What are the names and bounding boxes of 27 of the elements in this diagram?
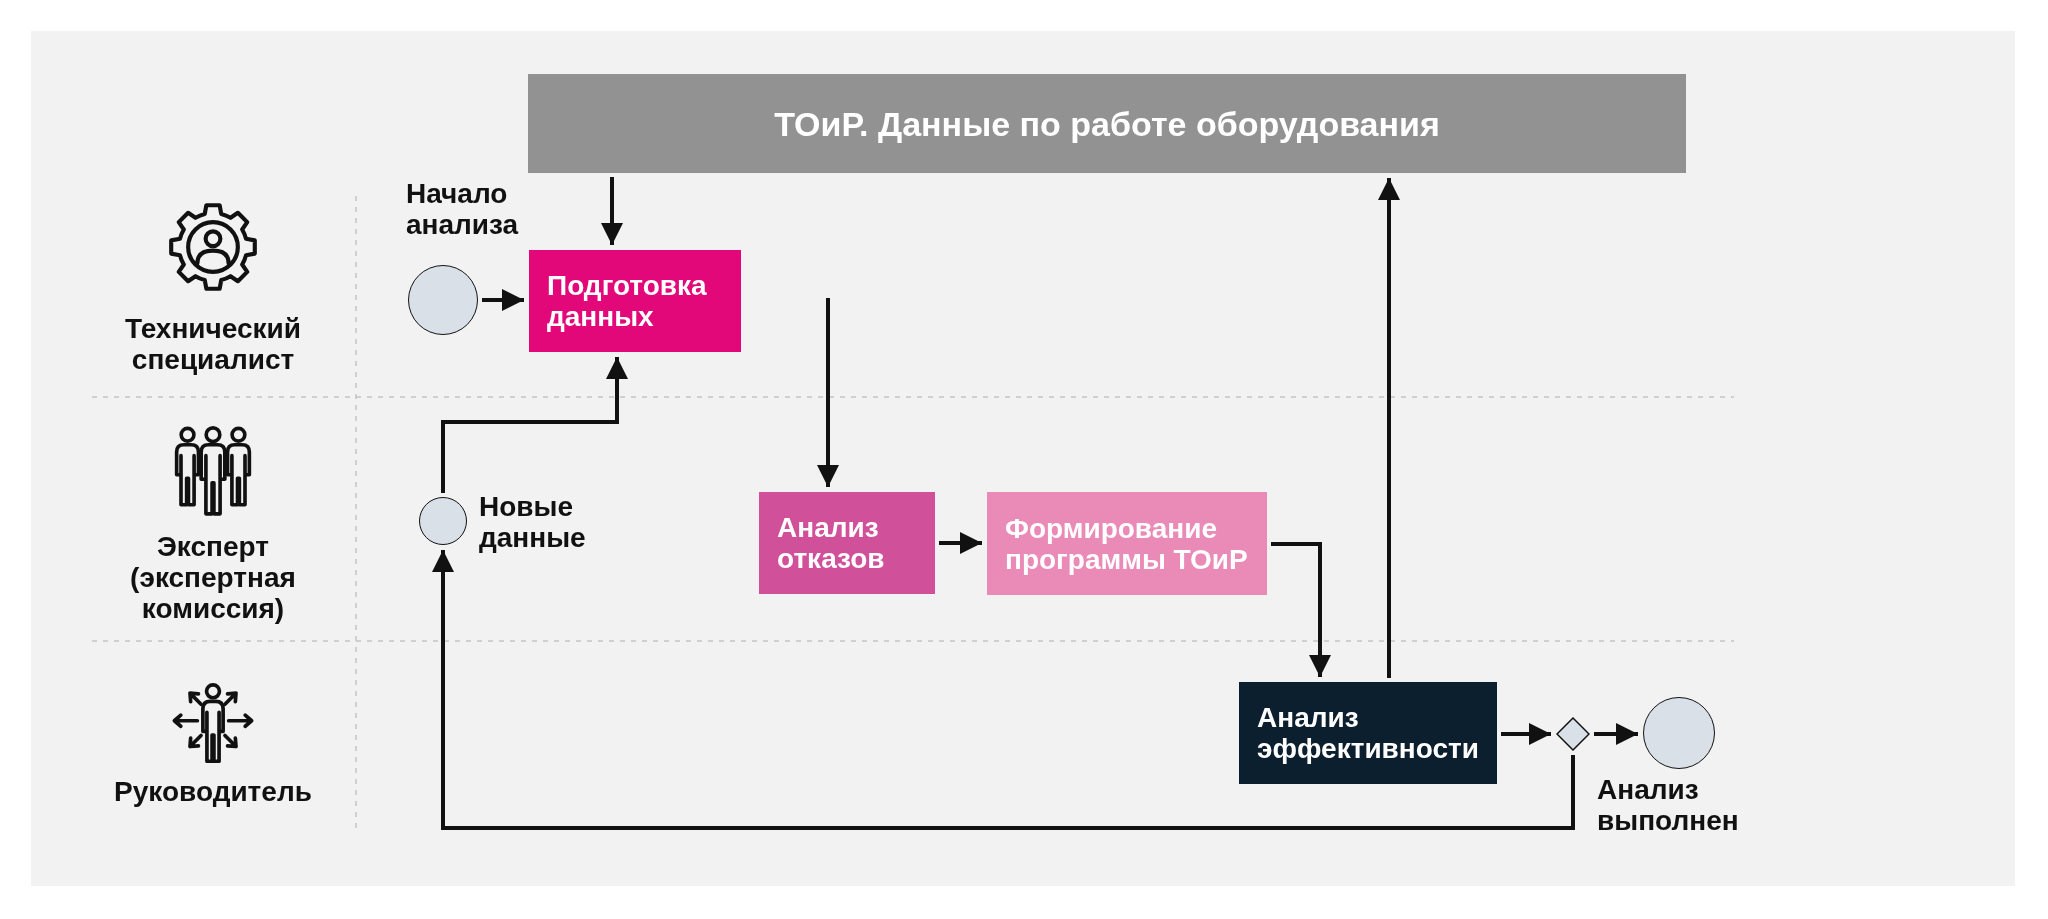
process-box — [529, 250, 741, 352]
process-box — [1239, 682, 1497, 784]
process-label: Анализ эффективности — [1257, 702, 1480, 764]
event-caption: Начало анализа — [406, 178, 520, 240]
flow-arrow — [1594, 723, 1638, 745]
lane-label: Технический специалист — [123, 313, 303, 375]
data-source-bar — [528, 74, 1686, 173]
event-caption: Анализ выполнен — [1597, 774, 1740, 836]
lane-label: Руководитель — [113, 776, 313, 807]
process-label: Формирование программы ТОиР — [1005, 512, 1249, 575]
flow-arrow — [441, 357, 628, 493]
flow-arrow — [1378, 178, 1400, 678]
lane-label: Эксперт (экспертная комиссия) — [129, 531, 297, 624]
process-label: Подготовка данных — [547, 270, 708, 332]
flow-arrow — [482, 289, 524, 311]
process-box — [759, 492, 935, 594]
event-caption: Новые данные — [479, 491, 587, 553]
flow-arrow — [817, 298, 839, 487]
process-label: Анализ отказов — [777, 512, 886, 574]
flow-arrow — [432, 550, 1575, 830]
process-box — [987, 492, 1267, 595]
bar-title: ТОиР. Данные по работе оборудования — [774, 103, 1440, 144]
flow-arrow — [601, 177, 623, 245]
flow-arrow — [939, 532, 982, 554]
flow-arrow — [1271, 542, 1331, 677]
flow-arrow — [1501, 723, 1551, 745]
gateway-diamond — [1556, 717, 1590, 751]
